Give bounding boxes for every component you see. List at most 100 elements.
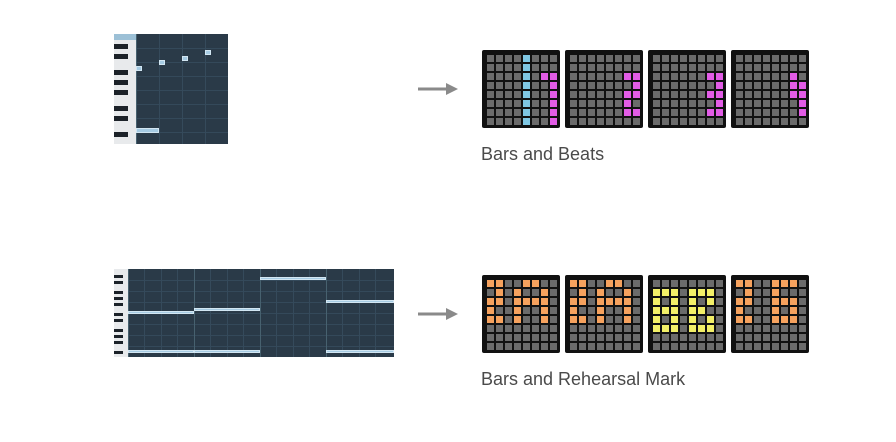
led-cell: [790, 64, 797, 71]
led-cell: [680, 82, 687, 89]
led-cell: [716, 64, 723, 71]
led-cell: [671, 343, 678, 350]
led-cell: [633, 73, 640, 80]
led-cell: [716, 82, 723, 89]
led-cell: [707, 55, 714, 62]
led-cell: [624, 325, 631, 332]
led-cell: [579, 100, 586, 107]
led-cell: [550, 91, 557, 98]
led-cell: [579, 64, 586, 71]
led-cell: [707, 334, 714, 341]
led-cell: [597, 82, 604, 89]
led-cell: [487, 289, 494, 296]
led-cell: [698, 289, 705, 296]
led-cell: [523, 109, 530, 116]
led-cell: [579, 73, 586, 80]
led-cell: [523, 289, 530, 296]
led-cell: [745, 343, 752, 350]
led-cell: [550, 109, 557, 116]
led-cell: [615, 289, 622, 296]
led-grid-beat-4: [731, 50, 809, 128]
led-cell: [505, 307, 512, 314]
led-cell: [671, 289, 678, 296]
led-cell: [496, 343, 503, 350]
led-cell: [799, 82, 806, 89]
led-cell: [615, 91, 622, 98]
led-cell: [550, 64, 557, 71]
note: [182, 56, 188, 61]
led-cell: [588, 82, 595, 89]
note: [194, 308, 260, 311]
led-cell: [550, 298, 557, 305]
led-cell: [799, 91, 806, 98]
led-cell: [615, 307, 622, 314]
led-cell: [532, 82, 539, 89]
led-cell: [588, 325, 595, 332]
led-grid-mark-1: [482, 275, 560, 353]
led-cell: [606, 307, 613, 314]
led-cell: [523, 334, 530, 341]
led-cell: [662, 343, 669, 350]
led-cell: [799, 325, 806, 332]
led-cell: [550, 325, 557, 332]
led-cell: [781, 307, 788, 314]
led-cell: [689, 109, 696, 116]
led-cell: [698, 325, 705, 332]
led-cell: [496, 334, 503, 341]
led-cell: [736, 82, 743, 89]
led-cell: [653, 109, 660, 116]
led-cell: [624, 280, 631, 287]
led-cell: [606, 82, 613, 89]
led-cell: [597, 91, 604, 98]
led-cell: [505, 109, 512, 116]
led-cell: [736, 316, 743, 323]
led-cell: [763, 109, 770, 116]
led-cell: [496, 55, 503, 62]
led-cell: [550, 280, 557, 287]
led-cell: [772, 73, 779, 80]
led-cell: [505, 298, 512, 305]
led-cell: [653, 343, 660, 350]
led-cell: [689, 55, 696, 62]
led-cell: [671, 298, 678, 305]
led-cell: [532, 325, 539, 332]
led-cell: [716, 316, 723, 323]
led-cell: [541, 91, 548, 98]
led-cell: [763, 55, 770, 62]
led-cell: [799, 343, 806, 350]
led-cell: [653, 55, 660, 62]
led-cell: [698, 82, 705, 89]
led-cell: [745, 64, 752, 71]
led-cell: [680, 289, 687, 296]
led-cell: [487, 64, 494, 71]
led-cell: [505, 100, 512, 107]
led-cell: [707, 64, 714, 71]
led-cell: [653, 280, 660, 287]
led-cell: [633, 100, 640, 107]
led-cell: [716, 280, 723, 287]
led-cell: [541, 343, 548, 350]
led-cell: [532, 118, 539, 125]
piano-roll-bars-beats: [114, 34, 228, 144]
led-cell: [698, 316, 705, 323]
led-cell: [799, 64, 806, 71]
led-cell: [745, 100, 752, 107]
led-cell: [588, 316, 595, 323]
led-cell: [514, 82, 521, 89]
led-cell: [579, 334, 586, 341]
led-cell: [781, 289, 788, 296]
led-cell: [698, 100, 705, 107]
led-cell: [662, 118, 669, 125]
led-cell: [487, 325, 494, 332]
led-cell: [579, 325, 586, 332]
led-cell: [597, 100, 604, 107]
led-cell: [487, 316, 494, 323]
led-grid-beat-1: [482, 50, 560, 128]
led-cell: [790, 289, 797, 296]
led-cell: [662, 73, 669, 80]
led-cell: [716, 100, 723, 107]
led-cell: [550, 307, 557, 314]
led-cell: [496, 307, 503, 314]
led-cell: [781, 316, 788, 323]
led-cell: [597, 325, 604, 332]
